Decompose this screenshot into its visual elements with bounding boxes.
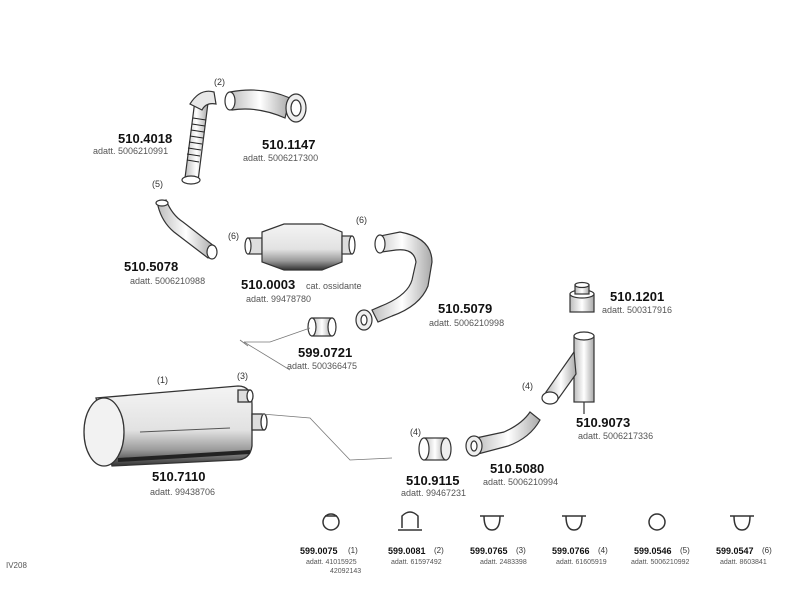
- part-code: 599.0721: [298, 345, 353, 360]
- clamp-adapter: adatt. 61597492: [391, 559, 442, 566]
- flex-pipe-drawing: [181, 90, 217, 185]
- ring-clamp-icon: [648, 513, 666, 531]
- u-bolt-clamp-icon: [562, 515, 586, 531]
- clamp-qty: (4): [598, 546, 608, 555]
- u-bolt-clamp-icon: [480, 515, 504, 531]
- clamp-qty: (3): [516, 546, 526, 555]
- u-bolt-clamp-icon: [730, 515, 754, 531]
- qty-label: (6): [228, 231, 239, 241]
- part-adapter: adatt. 5006210994: [483, 477, 559, 487]
- part-adapter: adatt. 99478780: [246, 294, 312, 304]
- clamp-qty: (5): [680, 546, 690, 555]
- clamp-code: 599.0075: [300, 546, 338, 556]
- clamp-adapter: adatt. 61605919: [556, 559, 607, 566]
- part-code: 510.0003: [241, 277, 296, 292]
- part-code: 510.5079: [438, 301, 493, 316]
- part-adapter: adatt. 5006210998: [429, 318, 505, 328]
- coupling-small-drawing: [418, 437, 452, 461]
- flange-elbow-drawing: [224, 89, 307, 123]
- s-pipe-drawing: [355, 231, 433, 331]
- ring-clamp-icon: [322, 513, 340, 531]
- part-code: 510.1147: [262, 137, 316, 152]
- diagram-id: IV208: [6, 561, 27, 570]
- part-adapter: adatt. 500366475: [287, 361, 358, 371]
- qty-label: (6): [356, 215, 367, 225]
- clamp-code: 599.0547: [716, 546, 754, 556]
- part-code: 510.9073: [576, 415, 631, 430]
- coupling-drawing: [307, 317, 337, 337]
- part-code: 510.4018: [118, 131, 173, 146]
- part-code: 510.1201: [610, 289, 665, 304]
- qty-label: (2): [214, 77, 225, 87]
- catalytic-converter-drawing: [244, 223, 356, 271]
- clamp-code: 599.0081: [388, 546, 426, 556]
- clamp-adapter: adatt. 2483398: [480, 559, 527, 566]
- tail-pipe-drawing: [541, 331, 595, 414]
- qty-label: (5): [152, 179, 163, 189]
- part-adapter: adatt. 5006217336: [578, 431, 654, 441]
- muffler-drawing: [83, 385, 268, 467]
- clamp-adapter: adatt. 8603841: [720, 559, 767, 566]
- clamp-icons: [322, 511, 754, 531]
- part-code: 510.7110: [152, 469, 206, 484]
- bracket-clamp-icon: [398, 511, 422, 531]
- part-description: cat. ossidante: [306, 281, 362, 291]
- part-code: 510.5078: [124, 259, 179, 274]
- clamp-code: 599.0766: [552, 546, 590, 556]
- part-adapter: adatt. 500317916: [602, 305, 673, 315]
- clamp-code: 599.0546: [634, 546, 672, 556]
- qty-label: (4): [522, 381, 533, 391]
- part-adapter: adatt. 99467231: [401, 488, 467, 498]
- part-adapter: adatt. 5006210988: [130, 276, 206, 286]
- part-adapter: adatt. 5006210991: [93, 146, 169, 156]
- part-code: 510.5080: [490, 461, 545, 476]
- clamp-qty: (6): [762, 546, 772, 555]
- part-code: 510.9115: [406, 473, 460, 488]
- clamp-adapter: adatt. 41015925: [306, 559, 357, 566]
- part-adapter: adatt. 99438706: [150, 487, 216, 497]
- clamp-qty: (2): [434, 546, 444, 555]
- part-adapter: adatt. 5006217300: [243, 153, 319, 163]
- clamp-qty: (1): [348, 546, 358, 555]
- clamp-adapter: 42092143: [330, 568, 362, 575]
- qty-label: (4): [410, 427, 421, 437]
- clamp-adapter: adatt. 5006210992: [631, 559, 690, 566]
- connector-lines: [239, 327, 393, 461]
- bent-pipe-drawing: [155, 199, 218, 260]
- cap-drawing: [569, 281, 595, 313]
- bend-pipe-drawing: [465, 411, 541, 457]
- clamp-code: 599.0765: [470, 546, 508, 556]
- qty-label: (3): [237, 371, 248, 381]
- qty-label: (1): [157, 375, 168, 385]
